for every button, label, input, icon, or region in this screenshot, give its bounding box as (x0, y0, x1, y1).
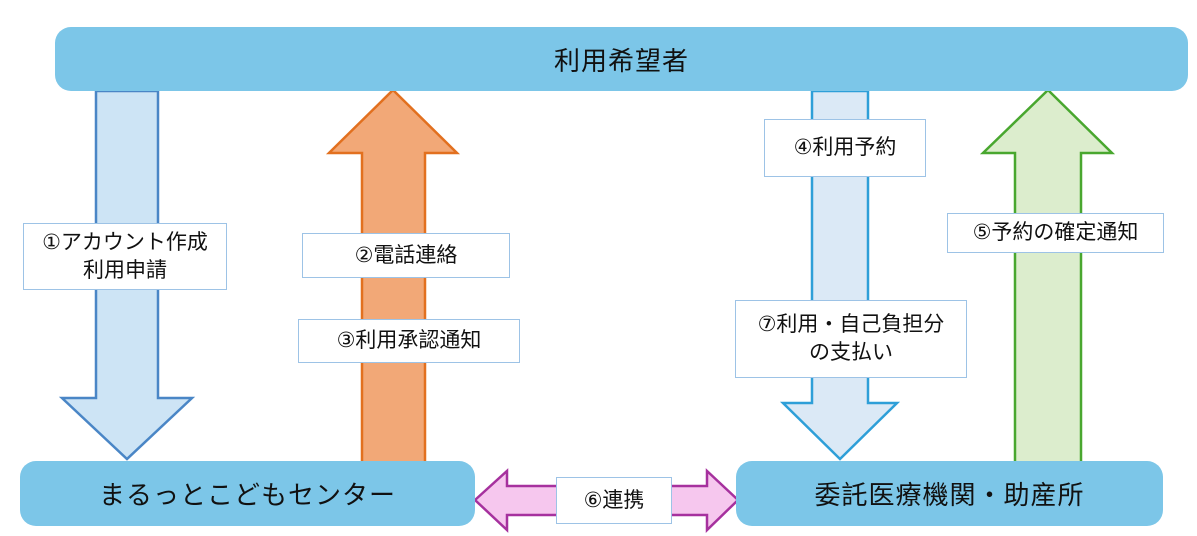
step4-text: ④利用予約 (793, 136, 897, 159)
node-center-bar (20, 461, 475, 526)
arrow-phone-approval-up (325, 88, 461, 468)
arrow-confirmation-up (979, 88, 1116, 468)
step5-text: ⑤予約の確定通知 (972, 221, 1139, 244)
step1-account-application-label: ①アカウント作成 利用申請 (23, 223, 227, 290)
step3-text: ③利用承認通知 (336, 329, 482, 352)
step2-text: ②電話連絡 (354, 243, 458, 267)
step7-line1: ⑦利用・自己負担分 (757, 313, 945, 336)
step1-line2: 利用申請 (83, 258, 167, 282)
step6-text: ⑥連携 (583, 488, 645, 512)
node-center-label: まるっとこどもセンター (98, 480, 396, 510)
step2-phone-contact-label: ②電話連絡 (302, 233, 510, 278)
node-clinic-label: 委託医療機関・助産所 (814, 480, 1085, 510)
node-clinic-bar (736, 461, 1163, 526)
node-applicant-bar (55, 27, 1188, 91)
step7-line2: の支払い (809, 341, 893, 364)
step5-confirmation-notice-label: ⑤予約の確定通知 (947, 213, 1164, 253)
step1-line1: ①アカウント作成 (42, 230, 208, 254)
node-applicant-label: 利用希望者 (553, 45, 689, 76)
step4-reservation-label: ④利用予約 (764, 119, 926, 177)
step3-approval-notice-label: ③利用承認通知 (298, 319, 520, 363)
step7-payment-label: ⑦利用・自己負担分 の支払い (735, 300, 967, 378)
step6-cooperation-label: ⑥連携 (556, 477, 672, 524)
